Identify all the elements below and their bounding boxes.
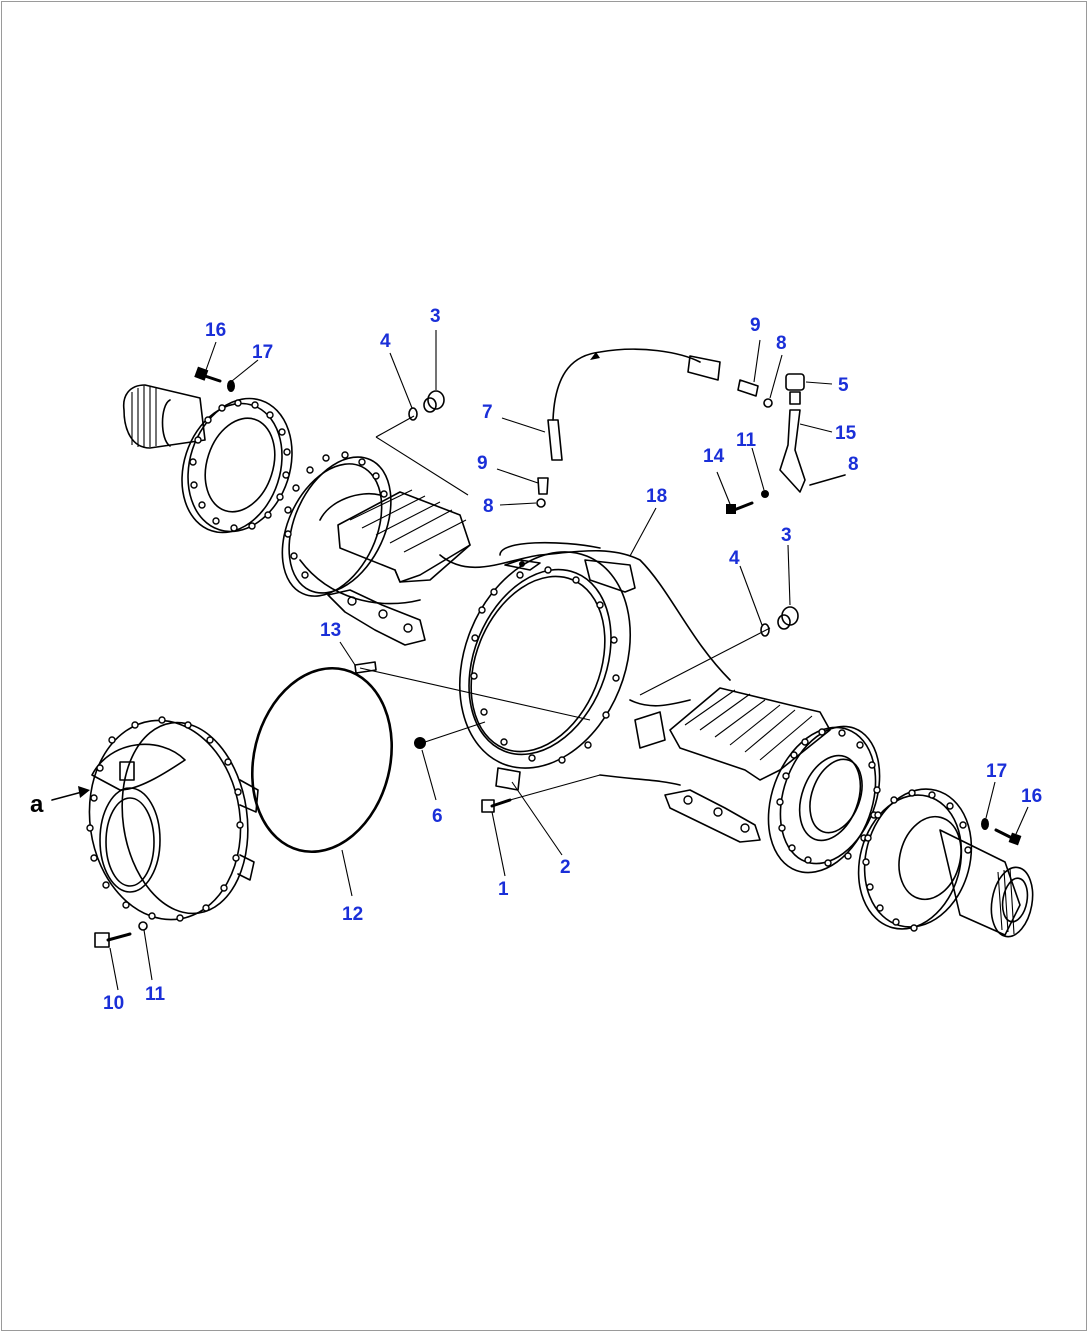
callout-4-lower: 4 [729,548,740,569]
callout-7: 7 [482,402,493,423]
washer-17-lower [981,818,989,830]
bolt-16-lower [994,828,1022,846]
callout-9-center: 9 [477,453,488,474]
plug-3-upper [423,390,445,413]
flange-bolt-holes-right [862,789,972,932]
callout-17-lower: 17 [986,761,1007,782]
callout-4-upper: 4 [380,331,391,352]
washer-4-lower [760,623,770,637]
plug-6 [414,737,426,749]
callout-12: 12 [342,904,363,925]
callout-13: 13 [320,620,341,641]
callout-8-right: 8 [848,454,859,475]
callout-18: 18 [646,486,667,507]
callout-6: 6 [432,806,443,827]
view-marker-a: a [30,791,44,818]
pin-8-right [809,474,846,486]
callout-8-center: 8 [483,496,494,517]
callout-11-right: 11 [736,430,757,451]
callout-3-upper: 3 [430,306,441,327]
callout-2: 2 [560,857,571,878]
callout-11-lowerleft: 11 [145,984,166,1005]
o-ring-12 [250,666,394,854]
dowel-13 [354,661,377,674]
fitting-9-right [737,379,759,397]
callout-17-upper: 17 [252,342,273,363]
callout-9-right: 9 [750,315,761,336]
bolt-16-upper [194,366,222,383]
callout-14: 14 [703,446,725,467]
bolt-1 [481,798,512,813]
callout-3-lower: 3 [781,525,792,546]
callout-labels: 16 17 4 3 7 9 8 9 8 5 15 11 14 8 18 3 4 … [30,306,1042,1014]
callout-15: 15 [835,423,857,444]
differential-carrier [51,716,259,922]
leader-lines [109,330,1029,991]
callout-8-upperright: 8 [776,333,787,354]
left-axle-shaft [122,366,293,534]
plug-3-lower [777,606,799,630]
callout-5: 5 [838,375,849,396]
callout-10: 10 [103,993,124,1014]
washer-8-upperright [763,398,773,408]
fitting-9-center [537,477,549,495]
bracket-15 [779,409,806,493]
washer-17-upper [227,380,235,392]
flange-bolt-holes-left [189,399,291,532]
housing-right-flange-holes [776,728,881,867]
bolt-14 [726,501,754,514]
banjo-bolt-holes [470,566,620,764]
washer-11-right [761,490,769,498]
elbow-5 [785,373,805,405]
axle-housing [281,451,881,874]
breather-hose-7 [547,348,721,461]
carrier-bolt-holes [86,716,244,922]
right-axle-shaft [857,788,1034,938]
callout-1: 1 [498,879,509,900]
washer-11-lowerleft [138,921,148,931]
callout-16-upper: 16 [205,320,226,341]
washer-8-center [536,498,546,508]
callout-16-lower: 16 [1021,786,1042,807]
housing-left-flange-holes [284,451,388,579]
washer-4-upper [408,407,418,421]
bolt-10 [94,932,132,948]
plate-2 [495,767,521,791]
